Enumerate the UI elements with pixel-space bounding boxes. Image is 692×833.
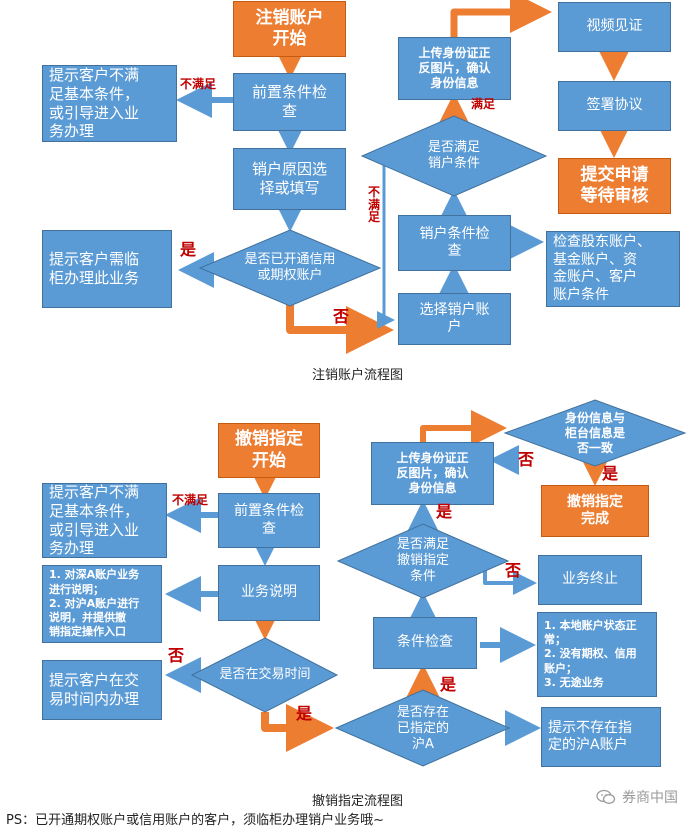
wechat-icon (596, 789, 616, 804)
flow1-counter-tip: 提示客户需临 柜办理此业务 (42, 230, 172, 308)
flow1-caption: 注销账户流程图 (312, 368, 404, 383)
flow2-caption: 撤销指定流程图 (312, 794, 404, 809)
flow1-meet-decision-text: 是否满足 销户条件 (427, 139, 480, 171)
flow2-trading-time-tip: 提示客户在交 易时间内办理 (42, 660, 162, 720)
flow1-precondition-box: 前置条件检 查 (233, 73, 346, 131)
flow2-complete-box: 撤销指定 完成 (541, 485, 649, 537)
ps-note: PS：已开通期权账户或信用账户的客户，须临柜办理销户业务哦~ (6, 813, 384, 828)
flow2-label-yes-identity: 是 (602, 464, 619, 483)
flow1-label-no: 否 (333, 307, 350, 326)
flow1-opened-decision-text: 是否已开通信用 或期权账户 (244, 251, 336, 283)
meet-condition-decision-diamond (360, 115, 548, 197)
meet-revoke-decision-diamond (336, 523, 510, 599)
flow2-trading-time-text: 是否在交易时间 (219, 666, 311, 682)
flow2-label-no-time: 否 (168, 646, 185, 665)
flow1-video-box: 视频见证 (558, 2, 671, 52)
flow1-select-account-box: 选择销户账 户 (398, 293, 511, 345)
flow2-business-desc-box: 业务说明 (218, 565, 320, 621)
flow1-decisions (198, 115, 548, 307)
flow1-label-not-satisfied: 不满足 (180, 77, 217, 91)
flow2-label-no-meet: 否 (505, 561, 522, 580)
flow2-no-designated-tip: 提示不存在指 定的沪A账户 (541, 707, 661, 767)
flow1-connectors (176, 0, 632, 354)
flow2-check-note: 1. 本地账户状态正 常； 2. 没有期权、信用 账户； 3. 无途业务 (537, 612, 657, 697)
flow2-label-no-identity: 否 (518, 450, 535, 469)
identity-decision-diamond (503, 399, 687, 467)
flow2-label-yes-designated: 是 (440, 675, 457, 694)
flow1-sign-box: 签署协议 (558, 81, 671, 131)
flow2-terminate-box: 业务终止 (538, 555, 642, 605)
flow1-not-meet-tip: 提示客户不满 足基本条件， 或引导进入业 务办理 (42, 65, 177, 142)
flow2-identity-decision-text: 身份信息与 柜台信息是 否一致 (564, 410, 625, 455)
flow1-start-box: 注销账户 开始 (233, 1, 346, 57)
brand-name: 券商中国 (622, 790, 678, 806)
flow2-desc-note: 1. 对深A账户业务 进行说明； 2. 对沪A账户进行 说明，并提供撤 销指定操… (42, 565, 162, 643)
flow2-start-box: 撤销指定 开始 (218, 423, 320, 478)
flow2-meet-decision-text: 是否满足 撤销指定 条件 (396, 536, 449, 585)
flow1-condition-check-box: 销户条件检 查 (398, 215, 511, 271)
arrow-meet-not-satisfied-to-select (377, 160, 395, 329)
flow2-precondition-box: 前置条件检 查 (218, 493, 320, 548)
flow2-decisions (190, 399, 687, 767)
flow2-not-meet-tip: 提示客户不满 足基本条件， 或引导进入业 务办理 (42, 483, 167, 558)
flow1-label-not-satisfied-vertical: 不 满 足 (368, 185, 381, 225)
flow1-reason-box: 销户原因选 择或填写 (233, 148, 346, 210)
flow1-label-satisfied: 满足 (471, 97, 496, 111)
flow1-submit-box: 提交申请 等待审核 (558, 158, 671, 214)
trading-time-decision-diamond (190, 637, 339, 713)
arrow-upload-to-video (450, 0, 552, 37)
flow2-condition-check-box: 条件检查 (373, 617, 477, 669)
arrow-decision-no-to-select (286, 305, 394, 354)
arrow2-time-yes-to-designated (261, 704, 334, 752)
flow1-label-yes: 是 (180, 240, 197, 259)
flow1-upload-id-box: 上传身份证正 反图片，确认 身份信息 (398, 37, 511, 100)
flow1-check-accounts-note: 检查股东账户、 基金账户、资 金账户、客户 账户条件 (546, 231, 680, 307)
brand-watermark: 券商中国 (596, 787, 678, 807)
flow2-upload-id-box: 上传身份证正 反图片，确认 身份信息 (371, 442, 494, 505)
flow2-label-yes-meet: 是 (436, 502, 453, 521)
flow2-designated-text: 是否存在 已指定的 沪A (396, 704, 449, 753)
flow2-label-yes-time: 是 (296, 704, 313, 723)
arrow2-upload-to-identity (420, 410, 507, 446)
designated-decision-diamond (334, 689, 511, 767)
opened-decision-diamond (198, 229, 382, 307)
flow2-label-not-satisfied: 不满足 (172, 493, 209, 507)
